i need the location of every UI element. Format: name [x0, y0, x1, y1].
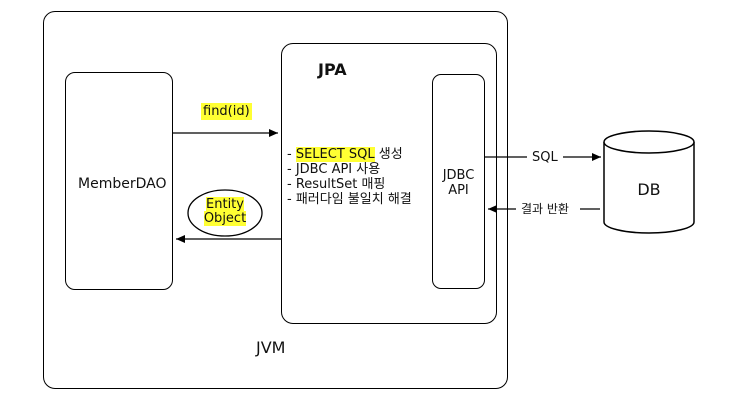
jpa-task-text: ResultSet 매핑	[295, 177, 386, 192]
jvm-label: JVM	[256, 338, 286, 357]
member-dao-label: MemberDAO	[78, 176, 167, 192]
result-label: 결과 반환	[521, 202, 569, 216]
jdbc-api-box	[432, 74, 485, 289]
jpa-task-item: - JDBC API 사용	[287, 162, 412, 177]
jpa-task-text: JDBC API 사용	[295, 162, 381, 177]
jdbc-api-label: JDBC API	[432, 168, 485, 198]
jpa-task-item: - ResultSet 매핑	[287, 177, 412, 192]
sql-label: SQL	[532, 150, 558, 165]
jpa-task-highlight: SELECT SQL	[295, 147, 375, 162]
jpa-task-item: - 패러다임 불일치 해결	[287, 192, 412, 207]
db-label: DB	[637, 180, 661, 199]
db-cylinder	[603, 130, 695, 234]
jpa-task-bullet: -	[287, 162, 296, 177]
jpa-task-list: - SELECT SQL 생성 - JDBC API 사용 - ResultSe…	[287, 147, 412, 207]
jpa-task-item: - SELECT SQL 생성	[287, 147, 412, 162]
jpa-task-bullet: -	[287, 147, 296, 162]
entity-label-line2: Object	[203, 211, 247, 226]
jpa-task-bullet: -	[287, 192, 296, 207]
find-id-label: find(id)	[201, 103, 252, 120]
jpa-task-suffix: 생성	[374, 147, 403, 162]
jpa-task-text: 패러다임 불일치 해결	[295, 192, 412, 207]
jdbc-api-label-line1: JDBC	[442, 168, 475, 183]
member-dao-box	[65, 72, 173, 290]
entity-label-line1: Entity	[206, 197, 244, 212]
jpa-task-bullet: -	[287, 177, 296, 192]
jpa-title: JPA	[318, 60, 347, 79]
entity-object-label: Entity Object	[188, 197, 262, 226]
jdbc-api-label-line2: API	[448, 183, 469, 198]
